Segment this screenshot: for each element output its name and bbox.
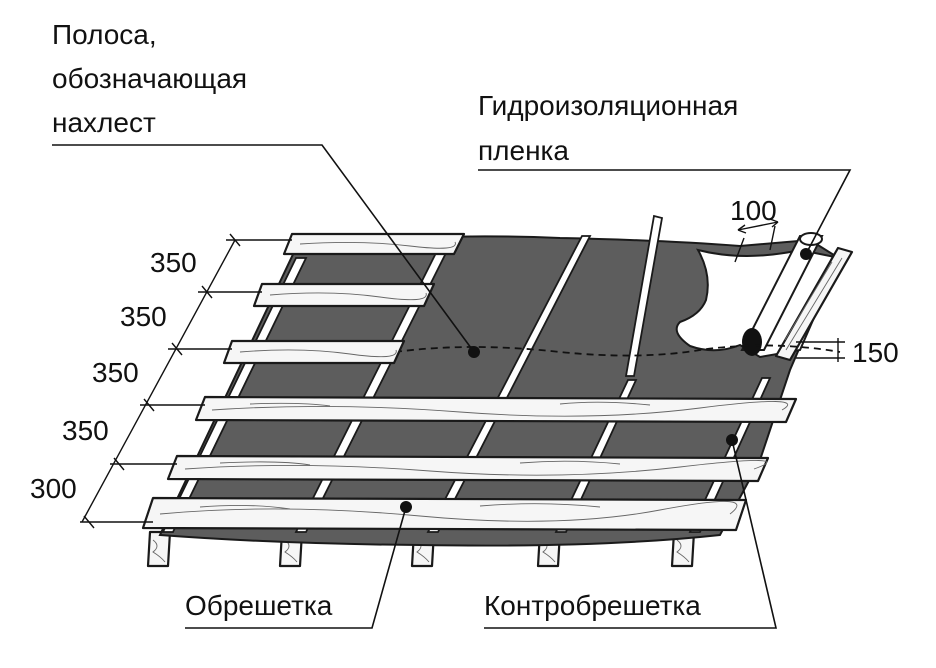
overlap-dimensions: 100 150 xyxy=(730,195,899,368)
spacing-dim-4: 350 xyxy=(62,415,109,446)
batten-board xyxy=(166,454,770,483)
batten-board xyxy=(252,282,436,308)
overlap-label-line2: обозначающая xyxy=(52,63,247,94)
battens xyxy=(141,232,798,532)
spacing-dim-3: 350 xyxy=(92,357,139,388)
batten-board xyxy=(194,395,798,424)
membrane-label-line1: Гидроизоляционная xyxy=(478,90,738,121)
overlap-label-line1: Полоса, xyxy=(52,19,157,50)
spacing-dim-5: 300 xyxy=(30,473,77,504)
spacing-dim-2: 350 xyxy=(120,301,167,332)
counter-batten-callout: Контробрешетка xyxy=(484,434,778,629)
spacing-dimensions: 350 350 350 350 300 xyxy=(30,233,292,529)
membrane-callout: Гидроизоляционная пленка xyxy=(478,90,852,260)
membrane-label-line2: пленка xyxy=(478,135,569,166)
batten-board xyxy=(141,496,748,532)
overlap-height-dim: 150 xyxy=(852,337,899,368)
spacing-dim-1: 350 xyxy=(150,247,197,278)
overlap-label-line3: нахлест xyxy=(52,107,156,138)
rafter-end xyxy=(146,530,172,568)
overlap-strip-callout: Полоса, обозначающая нахлест xyxy=(52,19,480,358)
overlap-width-dim: 100 xyxy=(730,195,777,226)
batten-board xyxy=(222,339,406,365)
batten-label: Обрешетка xyxy=(185,590,333,621)
counter-batten-label: Контробрешетка xyxy=(484,590,701,621)
batten-callout: Обрешетка xyxy=(185,501,412,629)
batten-board xyxy=(282,232,466,256)
